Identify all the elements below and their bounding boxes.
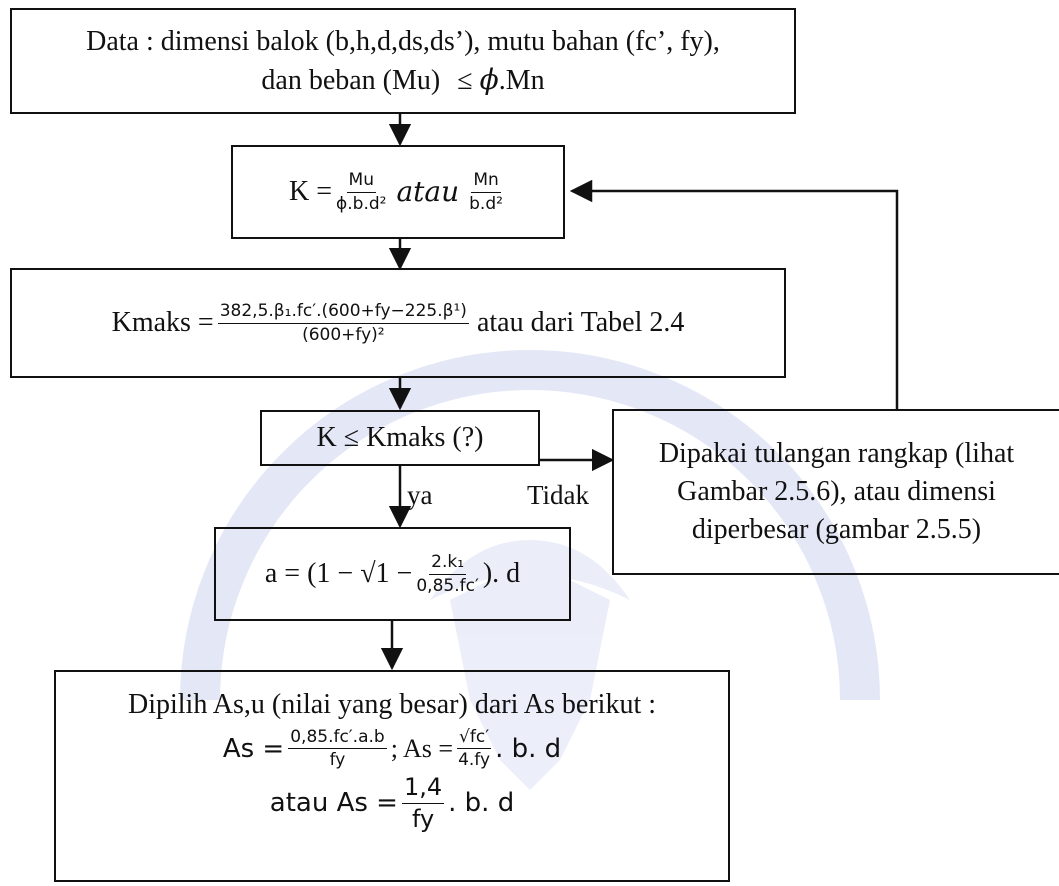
leq-symbol: ≤ — [457, 64, 473, 96]
k-fraction-2: Mn b.d² — [469, 171, 503, 213]
k-lhs: K = — [289, 176, 333, 208]
as3-num: 1,4 — [401, 774, 445, 804]
as3-fraction: 1,4 fy — [401, 774, 445, 833]
k-atau: atau — [396, 175, 460, 209]
k-fraction-1: Mu ϕ.b.d² — [336, 171, 386, 213]
box-data: Data : dimensi balok (b,h,d,ds,ds’), mut… — [10, 8, 796, 114]
rangkap-line1: Dipakai tulangan rangkap (lihat — [658, 438, 1015, 470]
as1-fraction: 0,85.fc′.a.b fy — [288, 728, 387, 771]
label-ya: ya — [407, 480, 433, 510]
as2-den: 4.fy — [458, 750, 491, 771]
as3-post: . b. d — [448, 788, 515, 819]
as-line1: Dipilih As,u (nilai yang besar) dari As … — [127, 689, 657, 720]
k-f2-num: Mn — [471, 171, 501, 193]
rangkap-line3: diperbesar (gambar 2.5.5) — [691, 513, 982, 545]
kmaks-num: 382,5.β₁.fc′.(600+fy−225.β¹) — [217, 302, 469, 324]
box-kmaks: Kmaks = 382,5.β₁.fc′.(600+fy−225.β¹) (60… — [10, 268, 786, 378]
as2-post: . b. d — [495, 733, 562, 764]
k-f1-den: ϕ.b.d² — [336, 193, 387, 214]
data-line2-text: dan beban (Mu) — [261, 64, 441, 96]
a-fraction: 2.k₁ 0,85.fc′ — [416, 553, 478, 595]
kmaks-den: (600+fy)² — [302, 324, 385, 345]
as3-lhs: atau As = — [269, 788, 398, 819]
a-den: 0,85.fc′ — [416, 575, 479, 596]
k-f1-num: Mu — [346, 171, 376, 193]
box-tulangan-rangkap: Dipakai tulangan rangkap (lihat Gambar 2… — [612, 409, 1059, 575]
k-f2-den: b.d² — [469, 193, 503, 214]
as2-num: √fc′ — [457, 728, 492, 750]
data-line2-mn: .Mn — [498, 64, 545, 96]
as-line3: atau As = 1,4 fy . b. d — [270, 774, 514, 832]
as1-den: fy — [329, 750, 346, 771]
as2-fraction: √fc′ 4.fy — [457, 728, 492, 771]
kmaks-fraction: 382,5.β₁.fc′.(600+fy−225.β¹) (600+fy)² — [217, 302, 469, 345]
a-post: ). d — [482, 558, 521, 590]
as3-den: fy — [411, 804, 435, 833]
label-tidak: Tidak — [527, 480, 590, 510]
kmaks-post: atau dari Tabel 2.4 — [476, 307, 685, 339]
as1-lhs: As = — [222, 733, 285, 764]
box-as-selection: Dipilih As,u (nilai yang besar) dari As … — [54, 670, 730, 882]
phi-symbol: ϕ — [479, 62, 499, 96]
data-line2: dan beban (Mu) ≤ ϕ.Mn — [261, 61, 544, 100]
a-num: 2.k₁ — [429, 553, 467, 575]
rangkap-line2: Gambar 2.5.6), atau dimensi — [677, 476, 996, 508]
box-a-formula: a = (1 − √1 − 2.k₁ 0,85.fc′ ). d — [214, 527, 571, 621]
data-line1: Data : dimensi balok (b,h,d,ds,ds’), mut… — [86, 25, 720, 57]
box-k-formula: K = Mu ϕ.b.d² atau Mn b.d² — [231, 145, 565, 239]
check-text: K ≤ Kmaks (?) — [316, 422, 484, 454]
box-check-k-kmaks: K ≤ Kmaks (?) — [260, 410, 540, 466]
as-separator: ; As = — [390, 733, 454, 763]
a-pre: a = (1 − √1 − — [264, 558, 413, 590]
as1-num: 0,85.fc′.a.b — [288, 728, 387, 750]
as-line2: As = 0,85.fc′.a.b fy ; As = √fc′ 4.fy . … — [223, 728, 561, 770]
kmaks-lhs: Kmaks = — [111, 307, 214, 339]
